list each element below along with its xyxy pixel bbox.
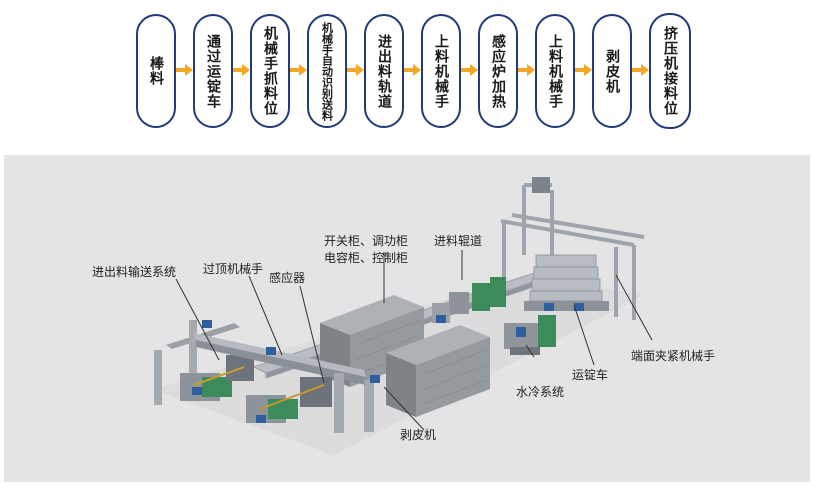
flow-arrow-icon	[233, 64, 250, 76]
leader-lines	[175, 250, 653, 431]
equipment-illustration	[154, 177, 653, 455]
gantry-head	[532, 177, 550, 193]
water-cooling-unit	[504, 315, 556, 355]
flow-arrow-icon	[461, 64, 478, 76]
flow-step-extruder-receiving: 挤压机接料位	[649, 13, 691, 129]
label-infeed-roller: 进料辊道	[434, 234, 483, 248]
flow-arrow-icon	[176, 64, 193, 76]
flow-arrow-icon	[518, 64, 535, 76]
flow-step-label: 感应炉加热	[490, 33, 506, 109]
label-water-cooling: 水冷系统	[516, 385, 565, 399]
flow-step-label: 进出料轨道	[376, 33, 392, 109]
flow-step-label: 棒料	[148, 56, 164, 86]
label-overhead-manipulator: 过顶机械手	[203, 262, 264, 276]
label-inductor: 感应器	[269, 271, 306, 285]
flow-step-peeling-machine: 剥皮机	[592, 14, 632, 128]
flow-arrow-icon	[290, 64, 307, 76]
flow-arrow-icon	[347, 64, 364, 76]
flow-step-label: 挤压机接料位	[662, 26, 678, 116]
label-cabinets-line1: 开关柜、调功柜	[324, 234, 409, 248]
flow-step-track: 进出料轨道	[364, 14, 404, 128]
flow-step-bar-stock: 棒料	[136, 14, 176, 128]
flow-step-grab-position: 机械手抓料位	[250, 14, 290, 128]
label-peeling-machine: 剥皮机	[400, 428, 437, 442]
label-inout-conveyor: 进出料输送系统	[92, 265, 177, 279]
flow-step-label: 上料机械手	[547, 33, 563, 109]
process-flow: 棒料 通过运锭车 机械手抓料位 机械手自动识别送料 进出料轨道 上料机械手 感应…	[0, 0, 814, 140]
label-ingot-car: 运锭车	[572, 368, 609, 382]
left-equipment	[154, 320, 380, 433]
ingot-stack	[529, 254, 603, 302]
flow-step-ingot-car: 通过运锭车	[193, 14, 233, 128]
infeed-units	[432, 277, 506, 323]
ingot-car-base	[524, 301, 609, 311]
flow-step-auto-feed: 机械手自动识别送料	[307, 14, 347, 128]
flow-step-induction-heating: 感应炉加热	[478, 14, 518, 128]
label-cabinets-line2: 电容柜、控制柜	[324, 251, 409, 265]
flow-step-label: 通过运锭车	[205, 33, 221, 109]
flow-step-loading-manipulator-2: 上料机械手	[535, 14, 575, 128]
flow-arrow-icon	[404, 64, 421, 76]
flow-step-label: 剥皮机	[604, 48, 620, 94]
flow-arrow-icon	[575, 64, 592, 76]
flow-step-label: 机械手自动识别送料	[320, 21, 334, 121]
flow-step-label: 上料机械手	[433, 33, 449, 109]
equipment-layout-panel: 开关柜、调功柜 电容柜、控制柜 进料辊道 进出料输送系统 过顶机械手 感应器 水…	[4, 155, 810, 482]
end-clamp-gantry	[500, 183, 645, 320]
flow-step-label: 机械手抓料位	[262, 26, 278, 116]
label-end-clamp-manipulator: 端面夹紧机械手	[631, 349, 716, 363]
flow-arrow-icon	[632, 64, 649, 76]
rear-cabinets	[320, 295, 424, 387]
front-cabinets	[386, 325, 490, 417]
flow-step-loading-manipulator: 上料机械手	[421, 14, 461, 128]
